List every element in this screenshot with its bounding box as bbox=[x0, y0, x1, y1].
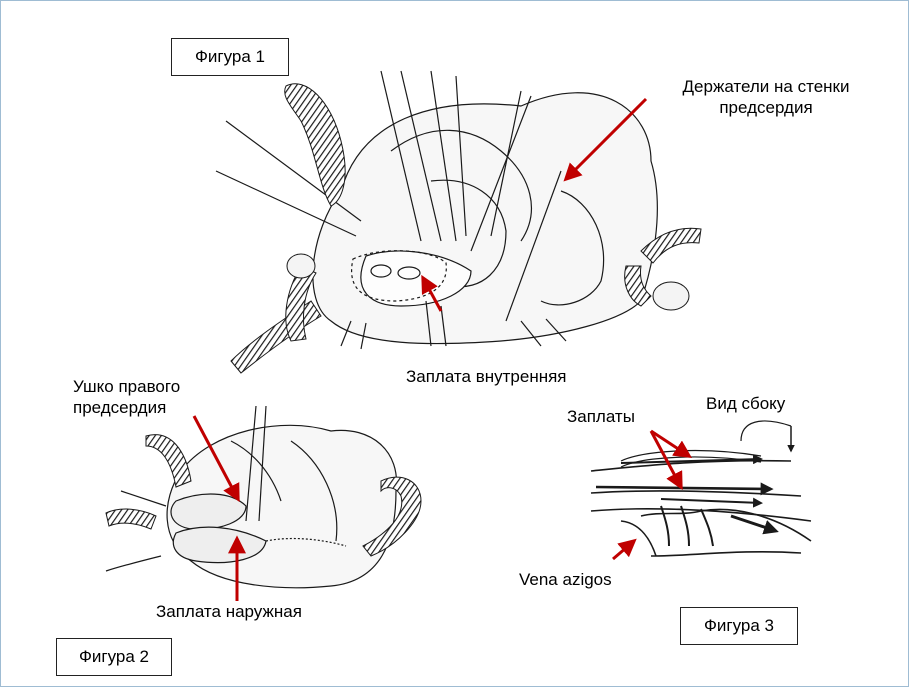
auricle-label-line1: Ушко правого bbox=[73, 376, 180, 397]
figure2-drawing bbox=[106, 406, 397, 588]
holders-label-line2: предсердия bbox=[651, 97, 881, 118]
figure1-drawing bbox=[216, 71, 657, 349]
outer-patch-label: Заплата наружная bbox=[156, 601, 302, 622]
inner-patch-label: Заплата внутренняя bbox=[406, 366, 567, 387]
holders-label-line1: Держатели на стенки bbox=[651, 76, 881, 97]
figure3-flow-arrows bbox=[596, 426, 791, 546]
figure2-label: Фигура 2 bbox=[56, 638, 172, 676]
side-view-label: Вид сбоку bbox=[706, 393, 785, 414]
auricle-label: Ушко правого предсердия bbox=[73, 376, 180, 418]
figure3-label: Фигура 3 bbox=[680, 607, 798, 645]
figure1-label: Фигура 1 bbox=[171, 38, 289, 76]
patches-label: Заплаты bbox=[567, 406, 635, 427]
vena-azigos-label: Vena azigos bbox=[519, 569, 612, 590]
auricle-label-line2: предсердия bbox=[73, 397, 180, 418]
arrow-vena-azigos bbox=[613, 541, 634, 559]
holders-label: Держатели на стенки предсердия bbox=[651, 76, 881, 118]
